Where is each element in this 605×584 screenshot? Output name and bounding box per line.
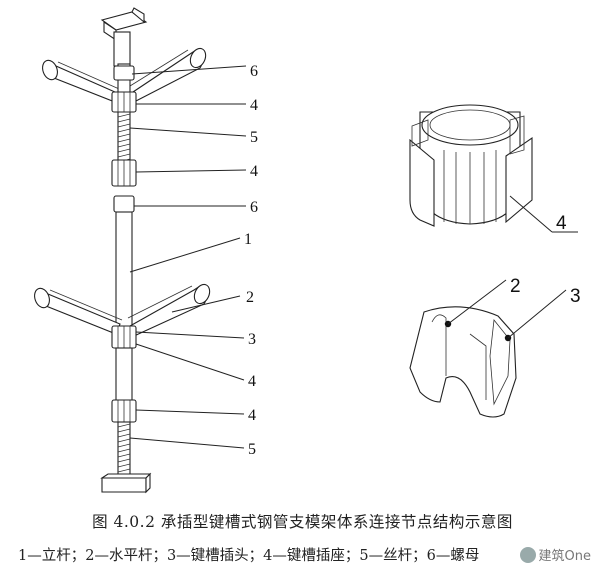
base-plate [100,472,152,494]
nut-middle [113,195,135,213]
figure-caption: 图 4.0.2 承插型键槽式钢管支模架体系连接节点结构示意图 [92,513,513,531]
thread-line [117,458,131,463]
vertical-tube [115,211,133,333]
callout-4-mid: 4 [250,163,258,180]
scaffold-node-diagram: 6 4 5 4 6 1 2 3 4 4 5 [34,7,581,494]
thread-line [117,123,131,128]
thread-line [117,453,131,458]
callout-4-bottom: 4 [248,407,256,424]
callout-2: 2 [246,289,254,306]
wechat-icon [519,547,536,563]
thread-line [117,113,131,118]
key-socket-d [111,399,137,423]
callout-detail-3: 3 [570,286,581,307]
callout-6-mid: 6 [250,199,258,216]
callout-3: 3 [248,331,256,348]
callout-detail-4: 4 [556,213,567,234]
thread-line [117,133,131,138]
horizontal-bar-upper [42,47,207,105]
vertical-tube-lower [115,347,133,403]
thread-line [117,143,131,148]
thread-line [117,463,131,468]
thread-line [117,443,131,448]
thread-line [117,468,131,473]
key-socket-b [111,159,137,187]
screw-rod-lower [117,421,131,481]
thread-line [117,153,131,158]
callout-6-top: 6 [250,63,258,80]
thread-line [117,148,131,153]
thread-line [117,428,131,433]
thread-line [117,118,131,123]
thread-line [117,448,131,453]
thread-line [117,423,131,428]
figure-legend: 1—立杆；2—水平杆；3—键槽插头；4—键槽插座；5—丝杆；6—螺母 [18,548,480,564]
u-head-top [100,7,148,67]
callout-5-top: 5 [250,129,258,146]
callout-1: 1 [244,231,252,248]
callout-4-top: 4 [250,97,258,114]
callouts-main: 6 4 5 4 6 1 2 3 4 4 5 [129,63,258,458]
callout-5-bottom: 5 [248,441,256,458]
detail-key-socket: 4 [409,104,578,234]
thread-line [117,433,131,438]
watermark: 建筑One [519,545,591,564]
vertical-assembly [34,7,211,494]
detail-key-plug: 2 3 [409,276,581,418]
thread-line [117,138,131,143]
thread-line [117,128,131,133]
nut-upper [113,65,135,81]
callout-detail-2: 2 [510,276,521,297]
callout-4-low: 4 [248,373,256,390]
thread-line [117,438,131,443]
key-socket-c [111,325,137,349]
key-socket-a [111,91,137,113]
watermark-text: 建筑One [538,549,591,564]
